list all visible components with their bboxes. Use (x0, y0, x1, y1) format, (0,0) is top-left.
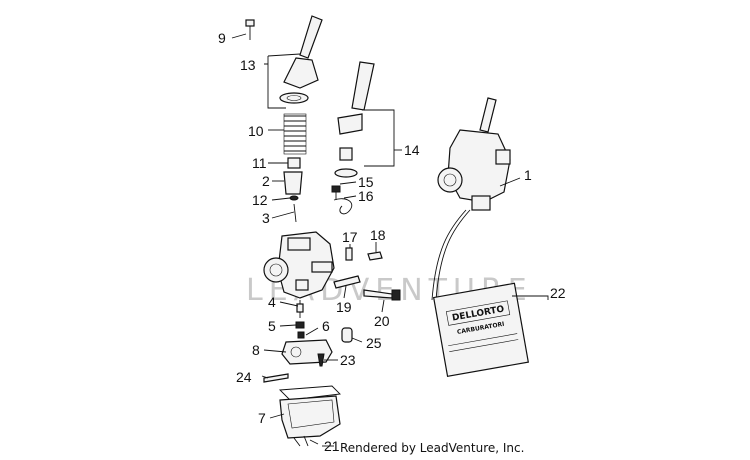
callout-numbers: 9 13 10 11 2 12 3 4 5 6 8 23 24 7 21 14 … (218, 30, 566, 454)
callout-5: 5 (268, 318, 276, 334)
screw-9-drawing (245, 19, 255, 40)
callout-18: 18 (370, 227, 386, 243)
callout-24: 24 (236, 369, 252, 385)
jet-5-drawing (295, 321, 305, 329)
callout-17: 17 (342, 229, 358, 245)
callout-13: 13 (240, 57, 256, 73)
callout-3: 3 (262, 210, 270, 226)
needle-3-drawing (293, 203, 297, 223)
rendered-by-credit: Rendered by LeadVenture, Inc. (340, 441, 525, 455)
float-bowl-7-drawing (279, 395, 341, 447)
callout-19: 19 (336, 299, 352, 315)
needle-clip-12-drawing (289, 195, 299, 201)
callout-23: 23 (340, 352, 356, 368)
pin-24-drawing (263, 373, 289, 383)
needle-valve-23-drawing (317, 353, 325, 367)
callout-10: 10 (248, 123, 264, 139)
callout-7: 7 (258, 410, 266, 426)
callout-8: 8 (252, 342, 260, 358)
callout-9: 9 (218, 30, 226, 46)
cap-11-drawing (287, 157, 301, 169)
slide-2-drawing (283, 171, 303, 195)
callout-21: 21 (324, 438, 340, 454)
repair-kit-bag-22-drawing: DELLORTO CARBURATORI (432, 282, 530, 378)
callout-2: 2 (262, 173, 270, 189)
callout-14: 14 (404, 142, 420, 158)
tube-21-drawing (309, 439, 319, 445)
screw-15-drawing (331, 185, 341, 200)
gasket-drawing (278, 385, 341, 401)
screw-20-drawing (363, 289, 401, 301)
jet-4-drawing (296, 300, 304, 318)
leader-lines (231, 33, 549, 447)
cable-adjuster-13-drawing (279, 15, 323, 104)
callout-1: 1 (524, 167, 532, 183)
callout-16: 16 (358, 188, 374, 204)
screw-19-drawing (333, 275, 361, 289)
callout-6: 6 (322, 318, 330, 334)
callout-12: 12 (252, 192, 268, 208)
cable-adjuster-14-drawing (334, 61, 375, 178)
jet-6-drawing (297, 331, 305, 339)
callout-11: 11 (252, 155, 267, 171)
screw-17-drawing (345, 247, 353, 261)
callout-15: 15 (358, 174, 374, 190)
callout-22: 22 (550, 285, 566, 301)
carburetor-body-drawing (263, 231, 335, 299)
callout-4: 4 (268, 294, 276, 310)
carburetor-assembly-1-drawing (431, 97, 511, 301)
spring-10-drawing (283, 113, 307, 155)
callout-20: 20 (374, 313, 390, 329)
screw-18-drawing (367, 251, 383, 261)
callout-25: 25 (366, 335, 382, 351)
sleeve-25-drawing (341, 327, 353, 343)
clip-16-drawing (333, 198, 353, 215)
